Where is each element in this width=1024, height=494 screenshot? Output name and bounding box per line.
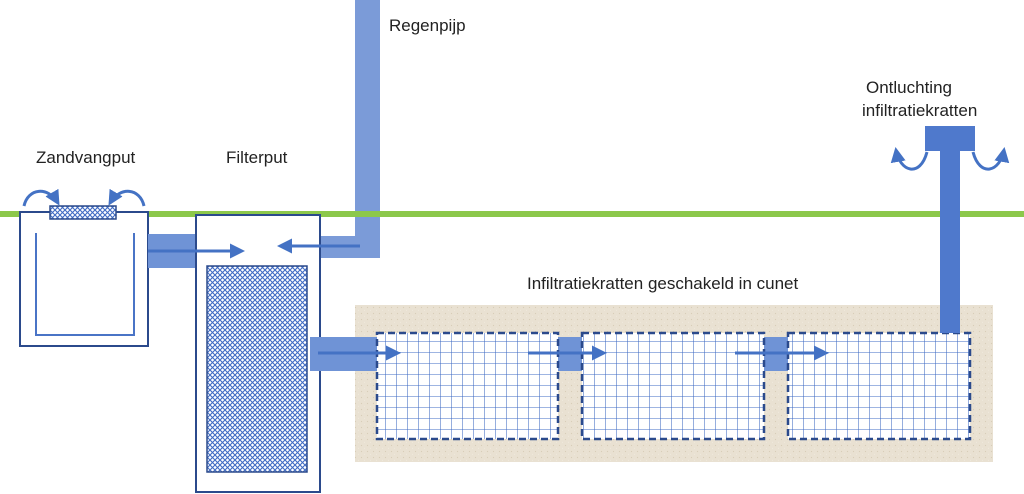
filterput: [195, 214, 321, 493]
infiltration-crate-2: [580, 331, 766, 441]
zandvangput-grate: [49, 205, 117, 220]
ground-line: [0, 211, 1024, 217]
label-ontluchting-line2: infiltratiekratten: [862, 101, 978, 120]
vent-pipe: [940, 150, 960, 333]
zandvangput: [19, 205, 149, 347]
downpipe: [355, 0, 380, 258]
label-ontluchting-line1: Ontluchting: [866, 78, 952, 97]
filterput-filter: [206, 265, 308, 473]
zandvangput-overflow-left-icon: [22, 188, 60, 207]
label-filterput: Filterput: [226, 148, 288, 167]
infiltration-crate-3: [786, 331, 972, 441]
label-infiltratiekratten: Infiltratiekratten geschakeld in cunet: [527, 274, 799, 293]
vent-cap: [925, 126, 975, 151]
infiltration-crate-1: [375, 331, 560, 441]
zandvangput-outline: [19, 211, 149, 347]
zandvangput-overflow-right-icon: [108, 188, 146, 207]
vent-air-left-icon: [890, 147, 929, 171]
label-regenpijp: Regenpijp: [389, 16, 466, 35]
zandvangput-inner: [35, 233, 135, 336]
vent-air-right-icon: [971, 147, 1010, 171]
label-zandvangput: Zandvangput: [36, 148, 136, 167]
